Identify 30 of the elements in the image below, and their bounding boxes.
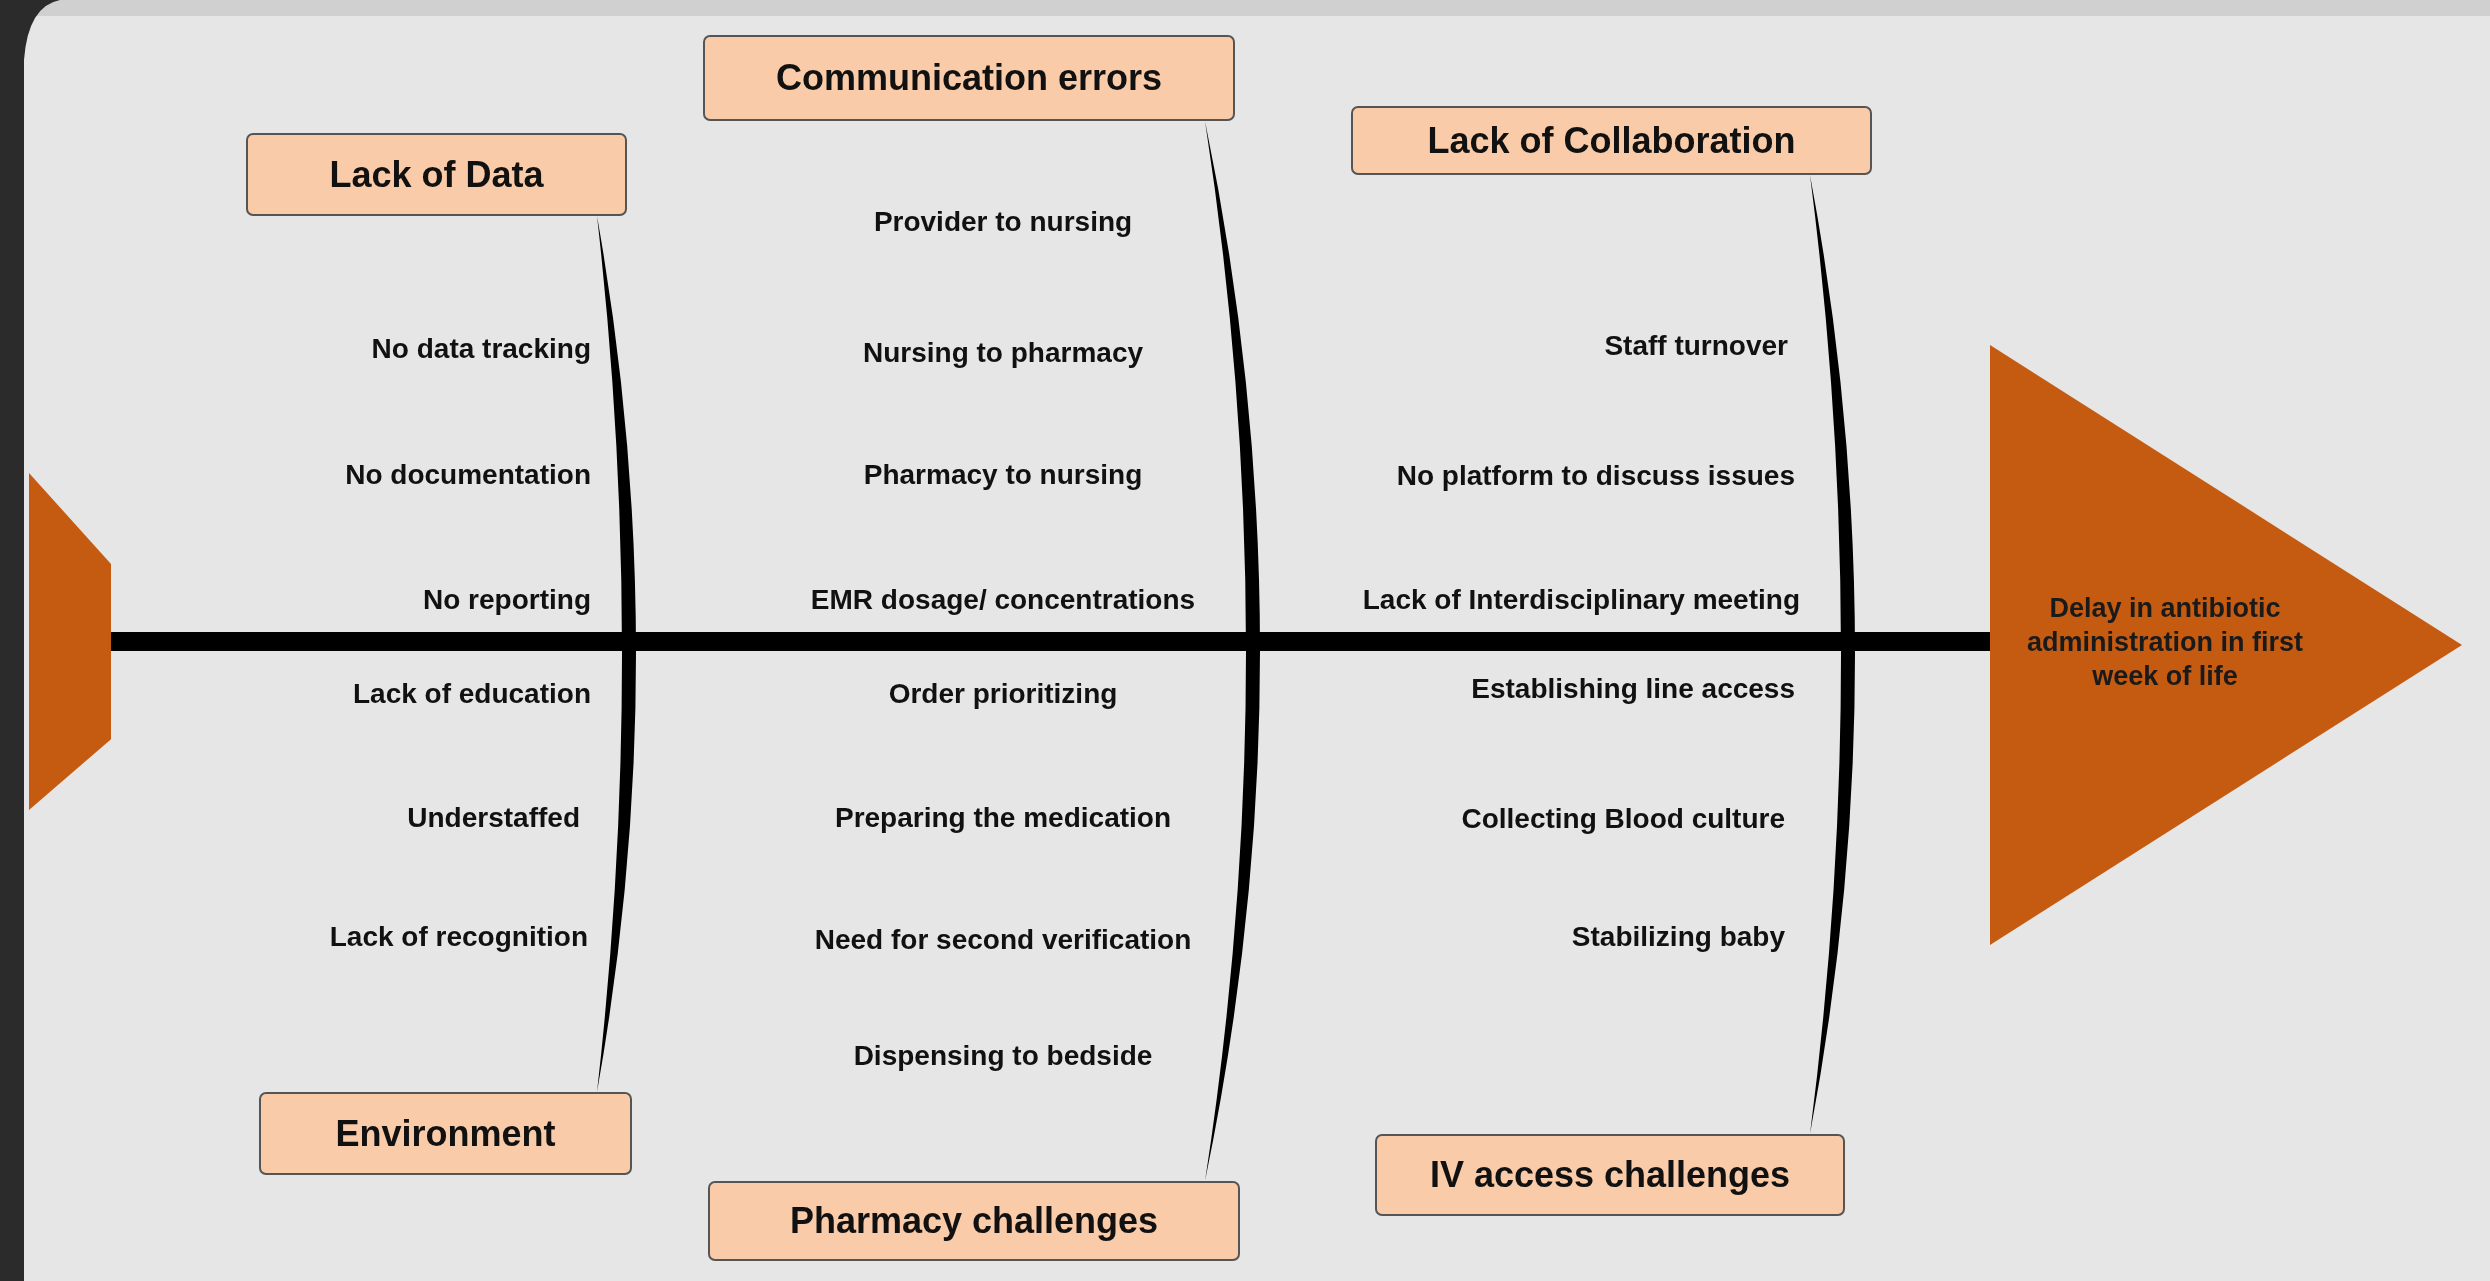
cause-label: No data tracking: [371, 333, 591, 365]
cause-label: No platform to discuss issues: [1396, 460, 1795, 492]
fishbone-rib: [597, 216, 636, 1092]
cause-label: Lack of recognition: [329, 921, 588, 953]
fishbone-spine: [111, 632, 1990, 651]
category-box: Communication errors: [703, 35, 1235, 121]
category-box: Lack of Collaboration: [1351, 106, 1872, 175]
cause-label: Nursing to pharmacy: [862, 337, 1144, 369]
cause-label: Establishing line access: [1471, 673, 1795, 705]
cause-label: Preparing the medication: [834, 802, 1172, 834]
cause-label: No reporting: [423, 584, 591, 616]
effect-label: Delay in antibiotic administration in first week of life: [2026, 592, 2304, 693]
cause-label: Lack of Interdisciplinary meeting: [1362, 584, 1800, 616]
category-box: Pharmacy challenges: [708, 1181, 1240, 1261]
cause-label: Lack of education: [352, 678, 591, 710]
cause-label: Provider to nursing: [873, 206, 1133, 238]
cause-label: Order prioritizing: [888, 678, 1118, 710]
cause-label: Dispensing to bedside: [853, 1040, 1153, 1072]
cause-label: EMR dosage/ concentrations: [810, 584, 1196, 616]
cause-label: Staff turnover: [1604, 330, 1788, 362]
cause-label: Stabilizing baby: [1571, 921, 1785, 953]
cause-label: Understaffed: [407, 802, 580, 834]
fishbone-rib: [1810, 175, 1855, 1134]
cause-label: No documentation: [345, 459, 591, 491]
category-box: Lack of Data: [246, 133, 627, 216]
cause-label: Pharmacy to nursing: [863, 459, 1143, 491]
category-box: Environment: [259, 1092, 632, 1175]
cause-label: Collecting Blood culture: [1461, 803, 1785, 835]
cause-label: Need for second verification: [814, 924, 1192, 956]
category-box: IV access challenges: [1375, 1134, 1845, 1216]
